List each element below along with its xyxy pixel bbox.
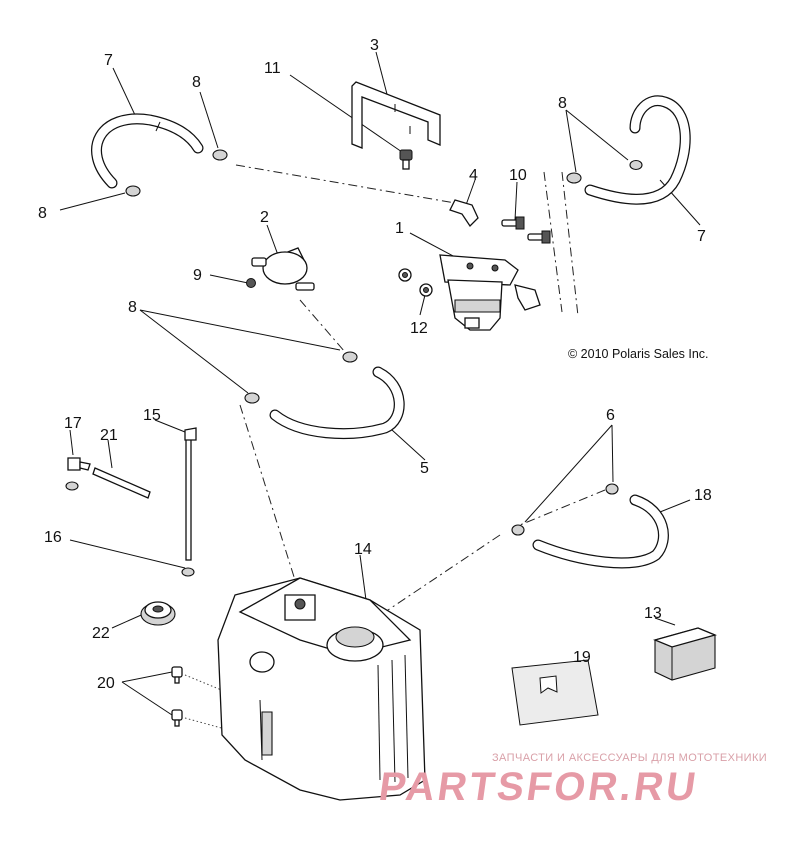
part-1-fuel-filter (439, 254, 541, 331)
part-8-clamp-b (125, 185, 141, 197)
part-16-grommet-b (181, 567, 195, 577)
part-8-clamp-a (212, 149, 228, 161)
callout-16: 16 (44, 529, 62, 546)
callout-12: 12 (410, 320, 428, 337)
part-9-screw (246, 278, 256, 288)
callout-labels: 1 2 3 4 5 6 7 7 8 8 8 8 9 10 11 12 13 14… (38, 37, 712, 692)
callout-9: 9 (193, 267, 202, 284)
part-8-clamp-c (566, 172, 582, 184)
part-10-bolts (501, 216, 551, 244)
callout-7-left: 7 (104, 52, 113, 69)
part-7-hose-right (584, 95, 691, 205)
callout-7-right: 7 (697, 228, 706, 245)
callout-14: 14 (354, 541, 372, 558)
callout-18: 18 (694, 487, 712, 504)
part-6-clamp-a (605, 483, 619, 495)
callout-10: 10 (509, 167, 527, 184)
callout-15: 15 (143, 407, 161, 424)
part-20-screw-b (171, 709, 183, 727)
part-5-hose (269, 366, 405, 440)
leader-lines (59, 51, 701, 716)
part-6-clamp-b (511, 524, 525, 536)
watermark-tagline: ЗАПЧАСТИ И АКСЕССУАРЫ ДЛЯ МОТОТЕХНИКИ (492, 752, 767, 764)
part-20-screw-a (171, 666, 183, 684)
callout-19: 19 (573, 649, 591, 666)
part-14-fuel-tank (217, 577, 426, 801)
part-13-pad (653, 627, 717, 681)
part-8-clamp-e (342, 351, 358, 363)
watermark: ЗАПЧАСТИ И АКСЕССУАРЫ ДЛЯ МОТОТЕХНИКИ PA… (376, 752, 767, 809)
part-4-elbow-fitting (449, 199, 479, 228)
copyright-text: © 2010 Polaris Sales Inc. (568, 347, 709, 361)
callout-13: 13 (644, 605, 662, 622)
callout-8-middle: 8 (128, 299, 137, 316)
part-18-hose (532, 494, 669, 569)
part-21-tube (92, 467, 151, 499)
callout-2: 2 (260, 209, 269, 226)
part-16-grommet-a (65, 481, 79, 491)
callout-17: 17 (64, 415, 82, 432)
callout-22: 22 (92, 625, 110, 642)
callout-1: 1 (395, 220, 404, 237)
callout-8-left: 8 (38, 205, 47, 222)
part-15-rod (184, 427, 197, 561)
part-12-fittings (398, 268, 433, 297)
part-19-label (511, 659, 599, 726)
part-8-clamp-d (629, 159, 643, 171)
part-7-hose-left (91, 113, 204, 189)
callout-6: 6 (606, 407, 615, 424)
callout-21: 21 (100, 427, 118, 444)
callout-11: 11 (264, 60, 281, 77)
part-11-bolt (399, 149, 413, 170)
callout-3: 3 (370, 37, 379, 54)
callout-4: 4 (469, 167, 478, 184)
callout-8-top-right: 8 (558, 95, 567, 112)
callout-8-top-left: 8 (192, 74, 201, 91)
callout-20: 20 (97, 675, 115, 692)
callout-5: 5 (420, 460, 429, 477)
part-2-fuel-pump (251, 247, 315, 291)
part-3-bracket (351, 81, 441, 149)
part-22-fuel-cap (140, 601, 176, 626)
watermark-site: PARTSFOR.RU (376, 764, 701, 809)
part-17-fitting (67, 457, 91, 471)
part-8-clamp-f (244, 392, 260, 404)
